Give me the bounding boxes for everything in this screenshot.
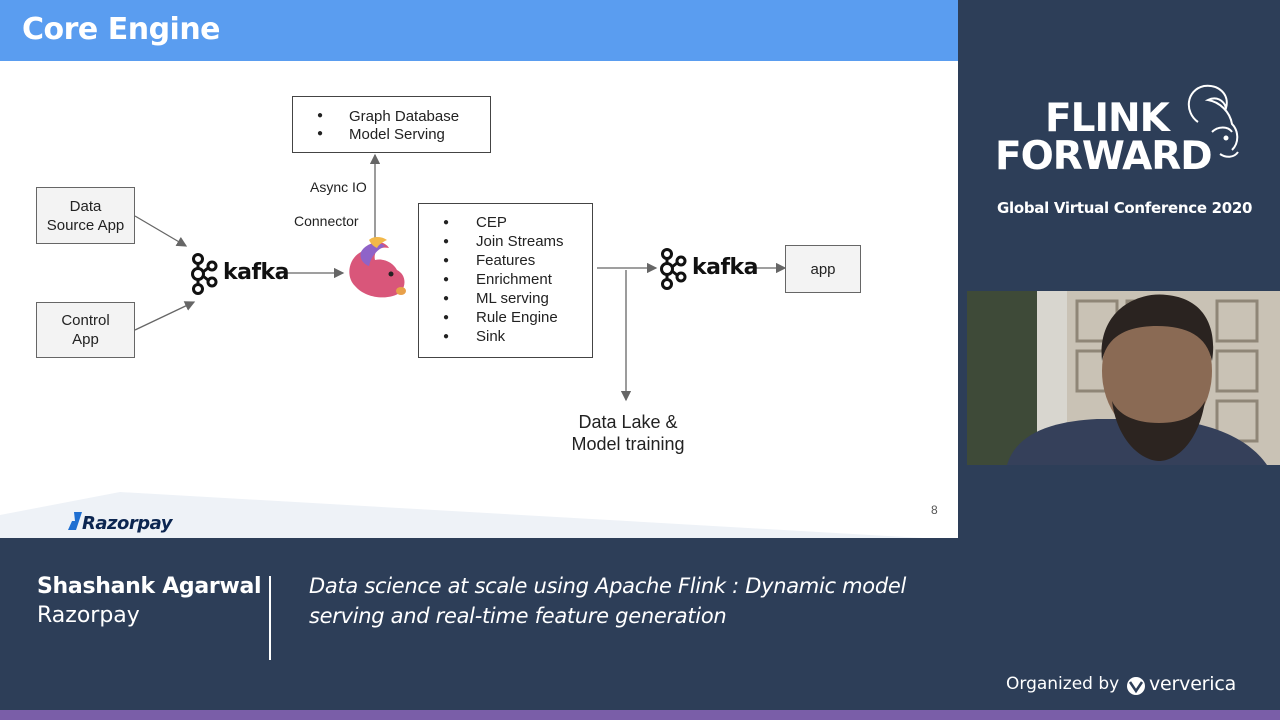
- list-item: ●Join Streams: [443, 233, 564, 250]
- flink-squirrel-icon: [349, 237, 406, 298]
- kafka-wordmark: kafka: [692, 255, 759, 280]
- core-engine-box: ●CEP ●Join Streams ●Features ●Enrichment…: [418, 203, 593, 358]
- speaker-video-image: [967, 291, 1280, 465]
- async-io-label: Async IO: [310, 179, 367, 195]
- talk-title-line-1: Data science at scale using Apache Flink…: [309, 574, 907, 598]
- kafka-logo-icon: [660, 248, 687, 290]
- list-item: ●CEP: [443, 214, 507, 231]
- kafka-wordmark: kafka: [223, 260, 290, 285]
- arrow-datasource-to-kafka: [134, 215, 188, 247]
- speaker-company: Razorpay: [37, 603, 140, 628]
- list-item: ●ML serving: [443, 290, 549, 307]
- talk-title-line-2: serving and real-time feature generation: [309, 604, 727, 628]
- data-lake-label: Data Lake & Model training: [571, 412, 685, 454]
- list-item: ●Graph Database: [317, 108, 460, 125]
- list-item: ●Enrichment: [443, 271, 552, 288]
- ververica-logo-text: ververica: [1149, 673, 1237, 695]
- diagram-arrows: [0, 153, 924, 538]
- logo-line-forward: FORWARD: [995, 134, 1213, 179]
- graph-db-box: ●Graph Database ●Model Serving: [292, 96, 491, 153]
- connector-label: Connector: [294, 213, 359, 229]
- razorpay-logo-icon: [68, 512, 82, 530]
- bottom-color-strip: [0, 710, 1280, 720]
- squirrel-outline-icon: [1188, 84, 1239, 158]
- slide-title: Core Engine: [22, 12, 221, 47]
- razorpay-logo-text: Razorpay: [82, 513, 172, 534]
- lower-third-banner: Shashank Agarwal Razorpay Data science a…: [0, 538, 1280, 720]
- data-source-app-box: Data Source App: [36, 187, 135, 244]
- speaker-video-feed: [967, 291, 1280, 465]
- slide-header: Core Engine: [0, 0, 958, 61]
- speaker-name: Shashank Agarwal: [37, 574, 262, 599]
- kafka-logo-icon: [191, 253, 218, 295]
- slide-page-number: 8: [931, 503, 938, 517]
- list-item: ●Model Serving: [317, 126, 445, 143]
- flink-forward-logo: FLINK FORWARD: [995, 96, 1225, 179]
- organized-by-label: Organized by: [1006, 674, 1120, 694]
- divider: [269, 576, 271, 660]
- arrow-control-to-kafka: [134, 301, 196, 331]
- ververica-logo-icon: [1127, 677, 1145, 695]
- slide-footer-shape: [0, 492, 924, 538]
- event-subtitle: Global Virtual Conference 2020: [997, 199, 1253, 217]
- presentation-slide: Core Engine ●Graph Database ●Model Servi…: [0, 0, 958, 538]
- app-box: app: [785, 245, 861, 293]
- list-item: ●Sink: [443, 328, 506, 345]
- list-item: ●Rule Engine: [443, 309, 558, 326]
- control-app-box: Control App: [36, 302, 135, 358]
- list-item: ●Features: [443, 252, 536, 269]
- logo-line-flink: FLINK: [1045, 96, 1170, 141]
